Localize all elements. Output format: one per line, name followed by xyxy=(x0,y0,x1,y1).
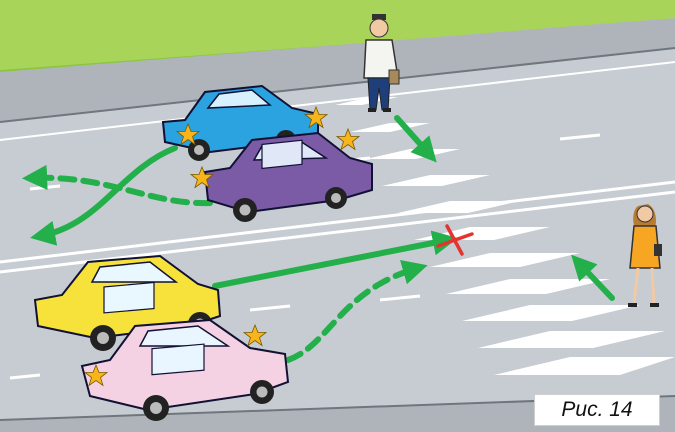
top-sidewalk xyxy=(0,18,675,122)
car-yellow-icon xyxy=(33,254,222,351)
movement-arrows xyxy=(21,115,615,363)
woman-walk-path xyxy=(571,254,615,301)
blue-car-path xyxy=(30,145,178,246)
man-walk-path xyxy=(394,115,437,163)
top-edge-line xyxy=(0,61,675,141)
bottom-sidewalk xyxy=(0,396,675,432)
center-line-2 xyxy=(0,190,675,274)
cross-mark-icon xyxy=(436,224,474,256)
car-pink-icon xyxy=(80,318,290,421)
pink-car-path xyxy=(285,259,428,363)
pedestrian-man-icon xyxy=(363,14,400,112)
pedestrian-woman-icon xyxy=(628,204,662,307)
top-curb xyxy=(0,47,675,123)
grass-highlight xyxy=(0,0,675,70)
yellow-car-path xyxy=(212,230,458,289)
car-blue-icon xyxy=(161,84,328,161)
car-purple-icon xyxy=(190,128,373,222)
purple-car-path xyxy=(21,164,213,207)
center-line-1 xyxy=(0,180,675,264)
figure-caption: Рис. 14 xyxy=(534,394,660,426)
